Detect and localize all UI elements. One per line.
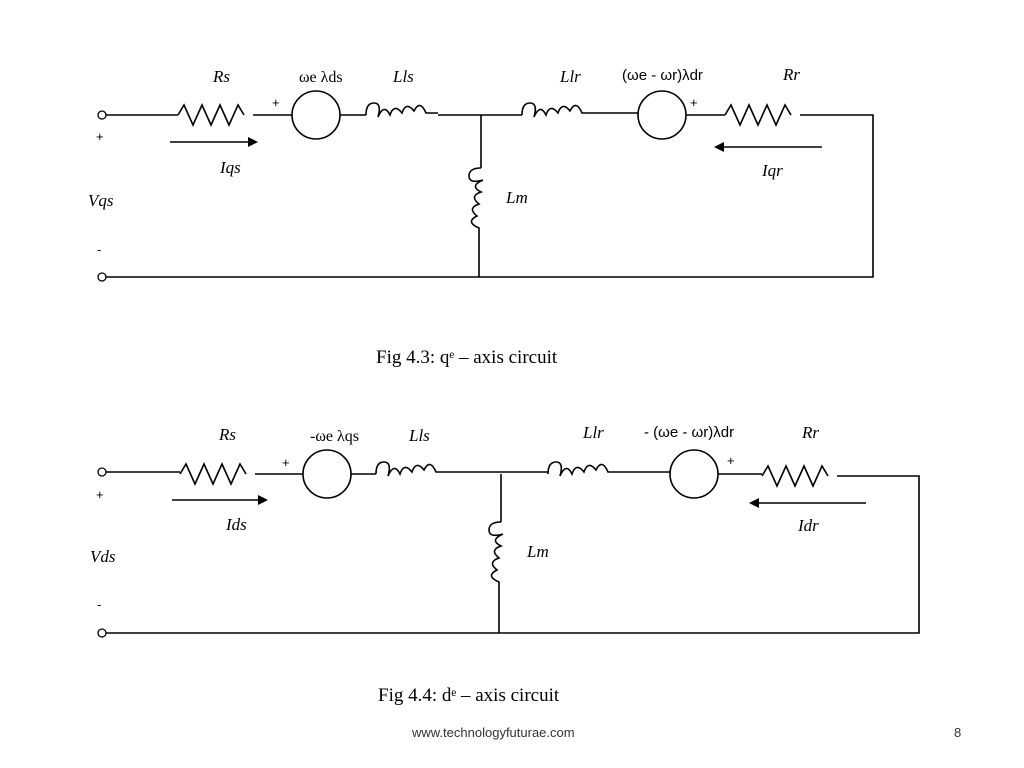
source1-plus-sign: +	[282, 455, 290, 470]
arrow-head	[749, 498, 759, 508]
stator-resistor	[177, 103, 245, 127]
wire	[106, 114, 874, 278]
rotor-resistor	[724, 103, 792, 127]
wire	[106, 475, 920, 634]
figure-caption-q-axis: Fig 4.3: qᵉ – axis circuit	[376, 347, 558, 368]
speed-voltage-source-rotor	[637, 90, 687, 140]
label-source1: ωe λds	[299, 69, 343, 86]
label-rotor-current: Iqr	[761, 161, 783, 180]
bottom-terminal	[97, 628, 107, 638]
source2-plus-sign: +	[727, 453, 735, 468]
bottom-terminal	[97, 272, 107, 282]
arrow-head	[258, 495, 268, 505]
speed-voltage-source-stator	[302, 449, 352, 499]
label-voltage: Vds	[90, 547, 116, 566]
label-rotor-current: Idr	[797, 516, 819, 535]
figure-caption-d-axis: Fig 4.4: dᵉ – axis circuit	[378, 685, 560, 706]
label-Llr: Llr	[559, 67, 581, 86]
magnetizing-inductor	[468, 167, 484, 277]
label-source2: - (ωe - ωr)λdr	[644, 424, 734, 441]
stator-leakage-inductor	[375, 461, 548, 477]
label-source2: (ωe - ωr)λdr	[622, 67, 703, 84]
label-Lm: Lm	[505, 188, 528, 207]
terminal-plus-sign: +	[96, 129, 104, 144]
terminal-minus-sign: -	[97, 242, 101, 257]
speed-voltage-source-rotor	[669, 449, 719, 499]
label-Rs: Rs	[212, 67, 230, 86]
arrow-head	[248, 137, 258, 147]
label-Lls: Lls	[408, 426, 430, 445]
terminal-minus-sign: -	[97, 597, 101, 612]
footer-website: www.technologyfuturae.com	[412, 725, 575, 740]
label-stator-current: Iqs	[219, 158, 241, 177]
label-Rs: Rs	[218, 425, 236, 444]
rotor-leakage-inductor	[547, 461, 670, 477]
rotor-leakage-inductor	[521, 102, 638, 118]
source2-plus-sign: +	[690, 95, 698, 110]
label-Llr: Llr	[582, 423, 604, 442]
speed-voltage-source-stator	[291, 90, 341, 140]
label-stator-current: Ids	[225, 515, 247, 534]
label-voltage: Vqs	[88, 191, 114, 210]
label-Lls: Lls	[392, 67, 414, 86]
arrow-head	[714, 142, 724, 152]
label-Rr: Rr	[801, 423, 819, 442]
terminal-plus-sign: +	[96, 487, 104, 502]
stator-resistor	[179, 462, 247, 486]
rotor-resistor	[761, 464, 829, 488]
magnetizing-inductor	[488, 521, 504, 633]
d-axis-circuit-diagram: Rs -ωe λqs Lls Llr - (ωe - ωr)λdr Rr Ids…	[90, 423, 920, 638]
top-terminal	[97, 467, 107, 477]
top-terminal	[97, 110, 107, 120]
label-source1: -ωe λqs	[310, 428, 359, 445]
stator-leakage-inductor	[365, 102, 438, 118]
source1-plus-sign: +	[272, 95, 280, 110]
label-Lm: Lm	[526, 542, 549, 561]
label-Rr: Rr	[782, 65, 800, 84]
page-number: 8	[954, 725, 962, 740]
q-axis-circuit-diagram: Rs ωe λds Lls Llr (ωe - ωr)λdr Rr Iqs Iq…	[88, 65, 874, 282]
